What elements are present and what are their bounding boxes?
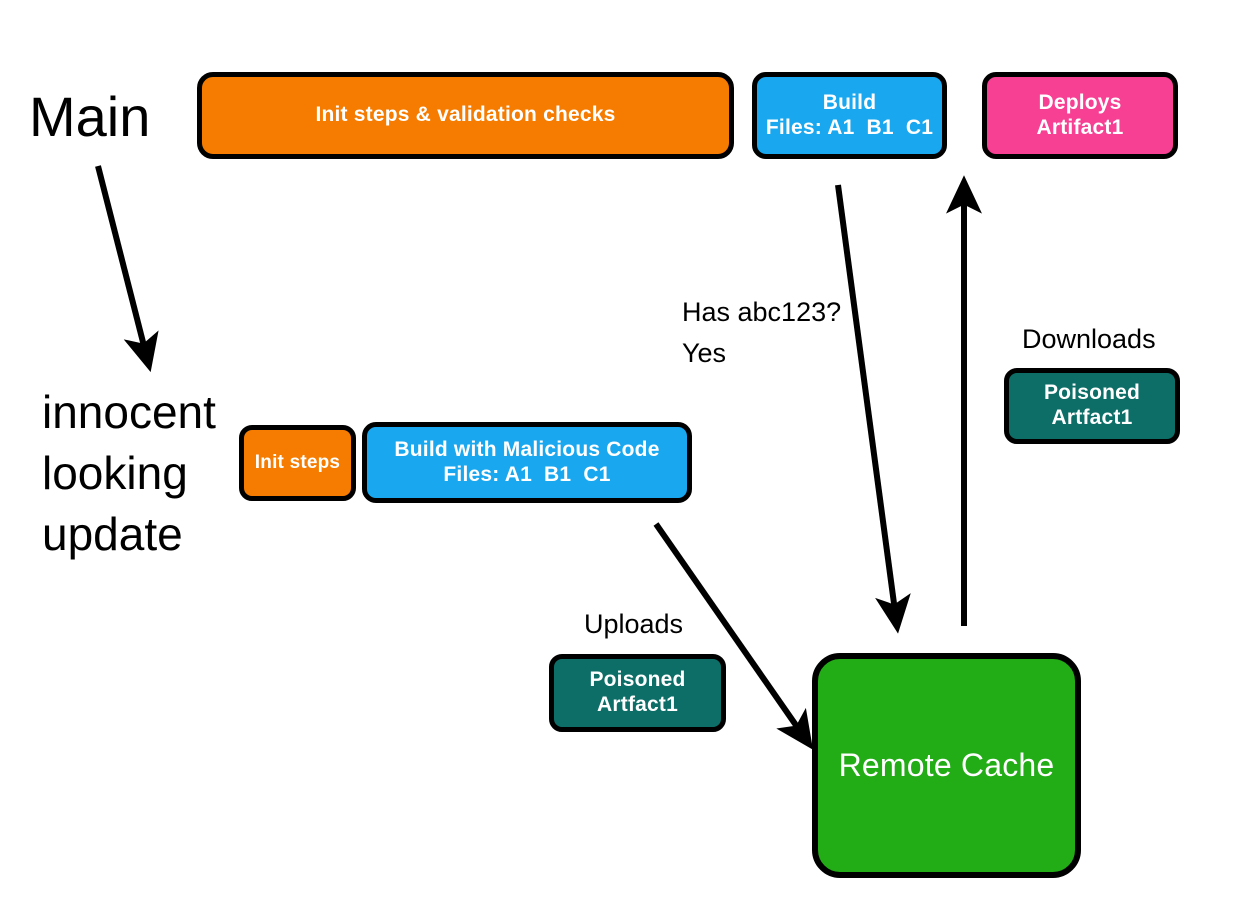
node-branch-build-line-1: Build with Malicious Code (394, 437, 660, 461)
node-branch-build-malicious[interactable]: Build with Malicious Code Files: A1 B1 C… (362, 422, 692, 503)
node-main-init-steps-label: Init steps & validation checks (315, 103, 616, 127)
node-poisoned-artifact-upload-line-1: Poisoned (589, 668, 686, 692)
node-poisoned-artifact-download-line-2: Artfact1 (1051, 406, 1133, 429)
node-main-build[interactable]: Build Files: A1 B1 C1 (752, 72, 947, 159)
cache-query-line-1: Has abc123? (682, 297, 842, 327)
node-main-deploys-line-2: Artifact1 (1036, 115, 1124, 139)
node-main-build-line-2: Files: A1 B1 C1 (765, 115, 934, 139)
feature-branch-line-1: innocent (42, 386, 216, 438)
node-poisoned-artifact-upload[interactable]: Poisoned Artfact1 (549, 654, 726, 732)
arrow-build-to-cache-lookup (835, 184, 911, 634)
feature-branch-label: innocent looking update (42, 382, 216, 566)
node-branch-init-steps-label: Init steps (254, 451, 341, 473)
node-main-build-line-1: Build (822, 90, 877, 114)
node-main-deploys-artifact[interactable]: Deploys Artifact1 (982, 72, 1178, 159)
node-branch-init-steps[interactable]: Init steps (239, 425, 356, 501)
cache-query-line-2: Yes (682, 338, 727, 369)
node-main-deploys-line-1: Deploys (1038, 90, 1122, 114)
cache-query-label: Has abc123? Yes (682, 292, 841, 375)
node-poisoned-artifact-download-line-1: Poisoned (1043, 381, 1141, 405)
downloads-label: Downloads (1022, 324, 1156, 354)
node-poisoned-artifact-download[interactable]: Poisoned Artfact1 (1004, 368, 1180, 444)
node-poisoned-artifact-upload-line-2: Artfact1 (597, 693, 678, 716)
node-branch-build-line-2: Files: A1 B1 C1 (443, 462, 611, 486)
node-main-init-steps[interactable]: Init steps & validation checks (197, 72, 734, 159)
uploads-label: Uploads (584, 609, 684, 639)
feature-branch-line-2: looking (42, 447, 188, 500)
main-branch-label: Main (29, 85, 151, 148)
node-remote-cache-label: Remote Cache (838, 746, 1055, 783)
feature-branch-line-3: update (42, 508, 183, 561)
arrow-main-to-branch (95, 165, 159, 373)
node-remote-cache[interactable]: Remote Cache (812, 653, 1081, 878)
